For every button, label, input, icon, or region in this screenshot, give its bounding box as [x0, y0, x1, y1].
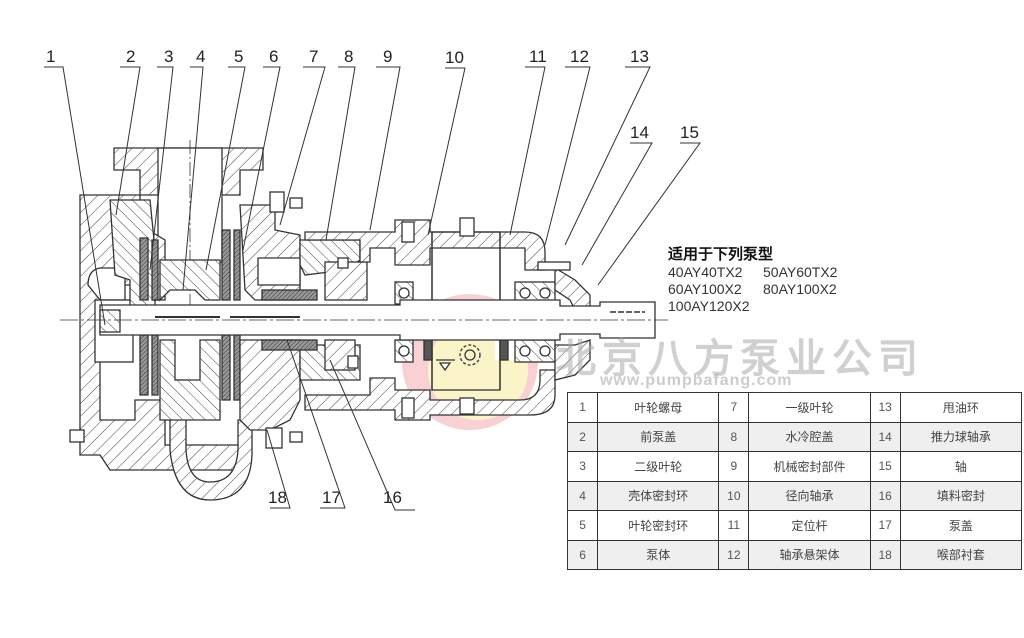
- callout-7: 7: [309, 47, 318, 66]
- part-name: 径向轴承: [748, 480, 871, 511]
- table-row: 4 壳体密封环 10 径向轴承 16 填料密封: [566, 480, 1023, 511]
- callout-18: 18: [268, 488, 287, 507]
- part-name: 泵体: [597, 539, 720, 570]
- table-row: 3 二级叶轮 9 机械密封部件 15 轴: [566, 451, 1023, 482]
- callout-2: 2: [126, 47, 135, 66]
- models-row: 60AY100X2 80AY100X2: [668, 281, 858, 298]
- radial-bearing: [394, 281, 414, 363]
- part-number: 12: [718, 539, 750, 570]
- part-name: 一级叶轮: [748, 392, 871, 423]
- bolts: [69, 191, 571, 449]
- part-name: 定位杆: [748, 510, 871, 541]
- part-number: 13: [869, 392, 901, 423]
- part-number: 2: [566, 421, 599, 452]
- callout-3: 3: [164, 47, 173, 66]
- part-name: 轴承悬架体: [748, 539, 871, 570]
- part-name: 叶轮螺母: [597, 392, 720, 423]
- callout-numbers: 1 2 3 4 5 6 7 8 9 10 11 12 13 14 15 16 1…: [46, 47, 699, 507]
- table-row: 1 叶轮螺母 7 一级叶轮 13 甩油环: [566, 392, 1023, 423]
- table-row: 2 前泵盖 8 水冷腔盖 14 推力球轴承: [566, 421, 1023, 452]
- models-row: 100AY120X2: [668, 298, 858, 315]
- callout-13: 13: [630, 47, 649, 66]
- model-item: 100AY120X2: [668, 298, 750, 314]
- parts-table: 1 叶轮螺母 7 一级叶轮 13 甩油环 2 前泵盖 8 水冷腔盖 14 推力球…: [566, 392, 1023, 570]
- part-number: 16: [869, 480, 901, 511]
- part-number: 15: [869, 451, 901, 482]
- part-name: 机械密封部件: [748, 451, 871, 482]
- models-row: 40AY40TX2 50AY60TX2: [668, 264, 858, 281]
- part-name: 前泵盖: [597, 421, 720, 452]
- part-number: 4: [566, 480, 599, 511]
- part-number: 1: [566, 392, 599, 423]
- models-title: 适用于下列泵型: [668, 245, 774, 263]
- part-number: 17: [869, 510, 901, 541]
- callout-8: 8: [344, 47, 353, 66]
- part-name: 泵盖: [899, 510, 1023, 541]
- thrust-bearing: [514, 281, 556, 363]
- table-row: 6 泵体 12 轴承悬架体 18 喉部衬套: [566, 539, 1023, 570]
- model-item: 40AY40TX2: [668, 264, 743, 280]
- part-number: 3: [566, 451, 599, 482]
- callout-6: 6: [269, 47, 278, 66]
- callout-12: 12: [570, 47, 589, 66]
- part-number: 6: [566, 539, 599, 570]
- callout-4: 4: [196, 47, 205, 66]
- callout-11: 11: [529, 47, 547, 66]
- part-number: 11: [718, 510, 750, 541]
- part-number: 8: [718, 421, 750, 452]
- part-number: 14: [869, 421, 901, 452]
- applicable-models: 适用于下列泵型 40AY40TX2 50AY60TX2 60AY100X2 80AY…: [668, 246, 858, 315]
- part-number: 18: [869, 539, 901, 570]
- part-name: 甩油环: [899, 392, 1023, 423]
- table-row: 5 叶轮密封环 11 定位杆 17 泵盖: [566, 510, 1023, 541]
- model-item: 60AY100X2: [668, 281, 742, 297]
- callout-17: 17: [322, 488, 341, 507]
- part-name: 叶轮密封环: [597, 510, 720, 541]
- part-name: 喉部衬套: [899, 539, 1023, 570]
- watermark-url: www.pumpbafang.com: [600, 372, 793, 389]
- callout-15: 15: [680, 123, 699, 142]
- part-number: 5: [566, 510, 599, 541]
- part-name: 二级叶轮: [597, 451, 720, 482]
- callout-1: 1: [46, 47, 55, 66]
- part-number: 10: [718, 480, 750, 511]
- part-name: 壳体密封环: [597, 480, 720, 511]
- callout-14: 14: [630, 123, 649, 142]
- part-number: 7: [718, 392, 750, 423]
- part-name: 水冷腔盖: [748, 421, 871, 452]
- model-item: 80AY100X2: [763, 281, 837, 297]
- part-number: 9: [718, 451, 750, 482]
- watermark-company-name: 北京八方泵业公司: [556, 336, 924, 382]
- callout-5: 5: [234, 47, 243, 66]
- callout-16: 16: [383, 488, 402, 507]
- part-name: 填料密封: [899, 480, 1023, 511]
- callout-9: 9: [383, 47, 392, 66]
- callout-leaders: [44, 66, 701, 511]
- callout-10: 10: [445, 48, 464, 67]
- model-item: 50AY60TX2: [763, 264, 838, 280]
- part-name: 轴: [899, 451, 1023, 482]
- part-name: 推力球轴承: [899, 421, 1023, 452]
